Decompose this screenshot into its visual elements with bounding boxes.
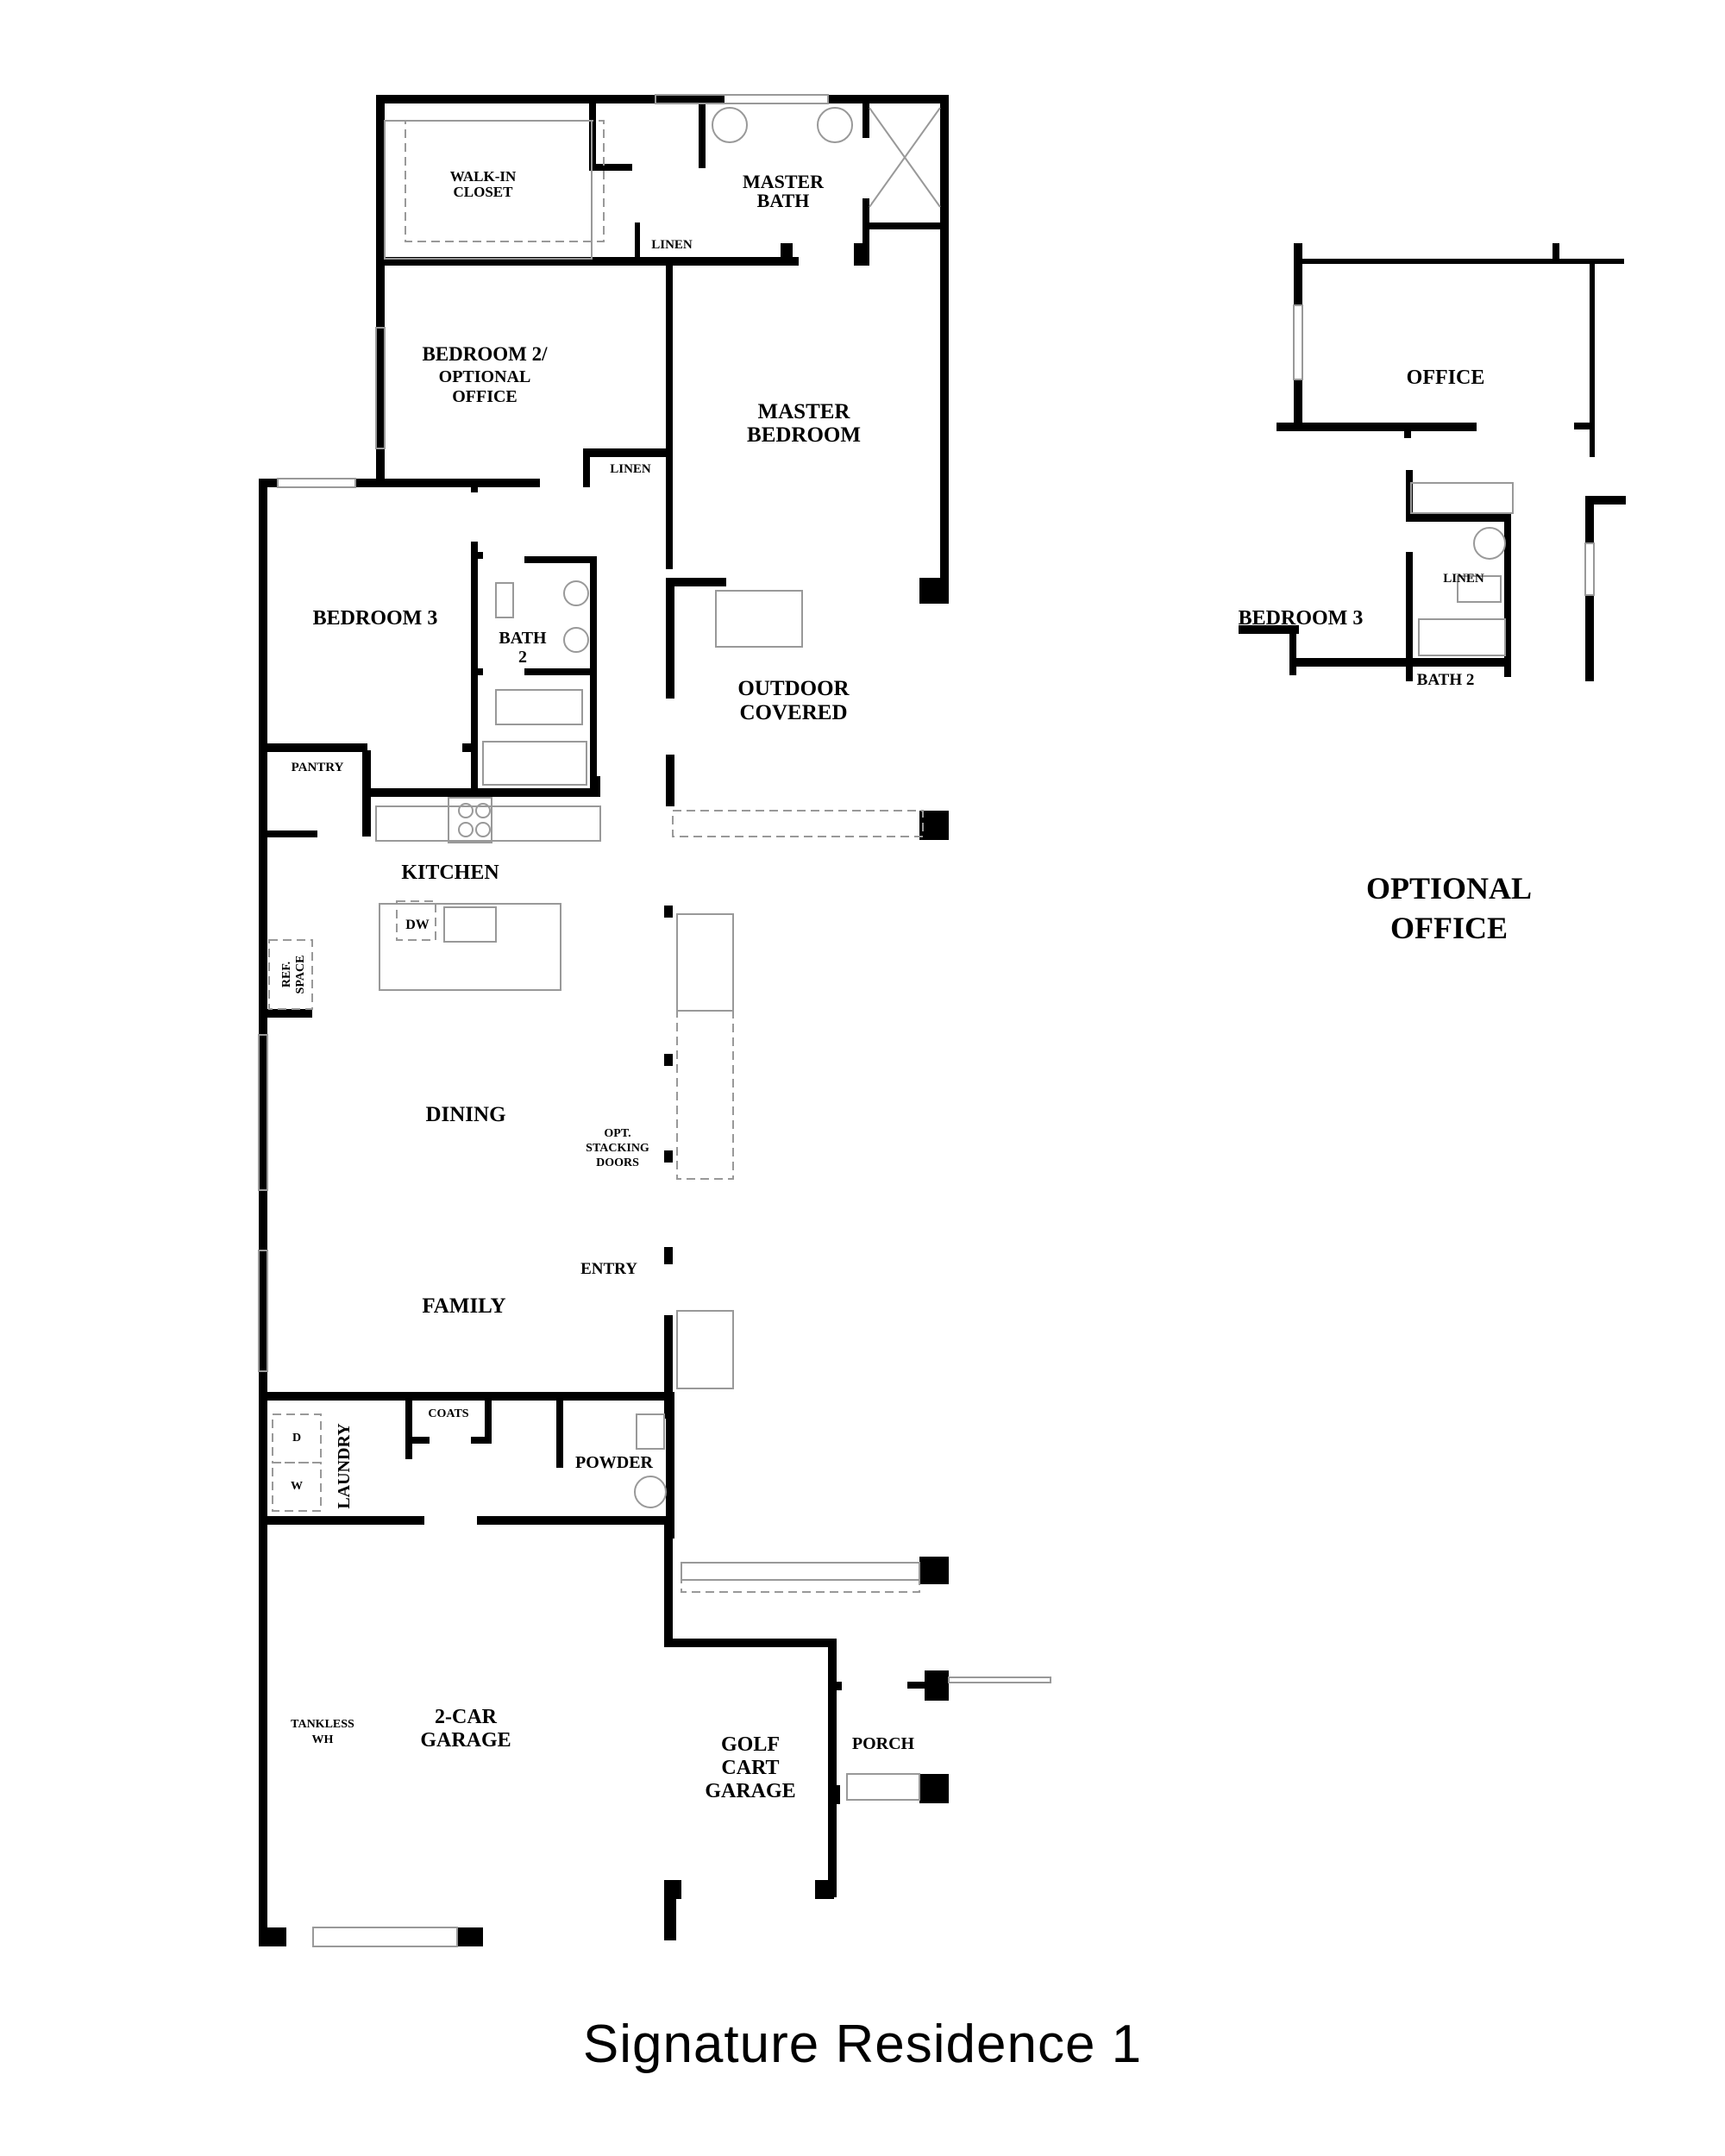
optional-plan-fixtures xyxy=(1293,304,1595,656)
label-washer: W xyxy=(291,1480,303,1493)
label-kitchen: KITCHEN xyxy=(401,862,499,884)
label-porch: PORCH xyxy=(852,1734,915,1753)
optional-plan-walls xyxy=(1239,243,1626,681)
label-family: FAMILY xyxy=(422,1294,505,1318)
label-opt-bedroom-3: BEDROOM 3 xyxy=(1239,607,1364,630)
main-plan-walls xyxy=(259,95,949,1946)
label-dryer: D xyxy=(292,1432,301,1445)
label-ref-space: REF.SPACE xyxy=(280,956,307,994)
label-pantry: PANTRY xyxy=(292,761,344,774)
label-laundry: LAUNDRY xyxy=(335,1423,354,1509)
label-opt-linen: LINEN xyxy=(1443,572,1484,586)
label-coats: COATS xyxy=(428,1407,468,1420)
label-entry: ENTRY xyxy=(580,1260,637,1278)
label-linen-mid: LINEN xyxy=(610,462,651,476)
plan-title: Signature Residence 1 xyxy=(582,2015,1143,2074)
label-dw: DW xyxy=(405,918,430,932)
label-opt-office: OFFICE xyxy=(1407,367,1485,389)
label-linen-top: LINEN xyxy=(651,238,693,252)
label-powder: POWDER xyxy=(575,1453,654,1472)
label-opt-bath-2: BATH 2 xyxy=(1417,671,1475,689)
label-dining: DINING xyxy=(425,1103,505,1126)
main-plan-fixtures xyxy=(258,94,1051,1947)
label-bedroom-3: BEDROOM 3 xyxy=(313,607,438,630)
